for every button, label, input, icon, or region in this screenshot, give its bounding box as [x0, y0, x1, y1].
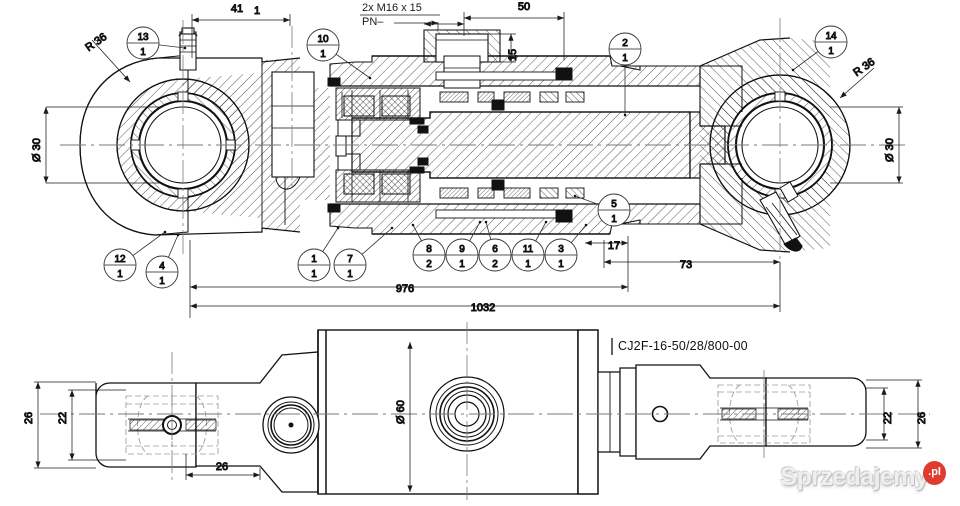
balloon-quantity: 1 — [611, 214, 617, 225]
balloon-item-6[interactable]: 62 — [478, 220, 512, 272]
balloon-item-13[interactable]: 131 — [126, 26, 187, 60]
balloon-item-11[interactable]: 111 — [511, 220, 548, 272]
balloon-quantity: 1 — [140, 47, 146, 58]
balloon-quantity: 1 — [117, 269, 123, 280]
dimension-text: Ø 30 — [884, 138, 896, 162]
balloon-item-number: 13 — [137, 32, 149, 43]
balloon-quantity: 1 — [311, 269, 317, 280]
balloon-item-5[interactable]: 51 — [573, 193, 631, 227]
balloon-item-number: 12 — [114, 254, 126, 265]
balloon-quantity: 2 — [426, 259, 432, 270]
balloon-quantity: 1 — [828, 46, 834, 57]
dimension-text: 73 — [680, 259, 692, 271]
dimension-text: 15 — [507, 49, 519, 61]
dimension-text: 1032 — [471, 302, 495, 314]
balloon-quantity: 1 — [558, 259, 564, 270]
balloon-item-8[interactable]: 82 — [411, 223, 446, 272]
balloon-item-2[interactable]: 21 — [608, 32, 642, 117]
watermark-tld: .pl — [923, 461, 946, 485]
balloon-quantity: 1 — [320, 49, 326, 60]
dimension-text: 41 — [231, 3, 243, 15]
left-port-block — [271, 71, 315, 190]
dimension-text: 22 — [57, 412, 69, 424]
balloon-item-3[interactable]: 31 — [544, 223, 588, 272]
balloon-quantity: 1 — [459, 259, 465, 270]
balloon-item-12[interactable]: 121 — [103, 230, 167, 282]
balloon-item-number: 11 — [523, 244, 534, 255]
dimension-text: R 36 — [83, 31, 109, 54]
dimension-text: 17 — [608, 240, 620, 252]
balloon-item-number: 3 — [558, 244, 564, 255]
gland-head-seals — [327, 77, 429, 213]
cylinder-barrel — [329, 55, 701, 235]
balloon-item-14[interactable]: 141 — [791, 25, 848, 72]
balloon-quantity: 1 — [525, 259, 531, 270]
balloon-item-number: 1 — [311, 254, 317, 265]
balloon-item-number: 2 — [622, 38, 628, 49]
dimension-text: Ø 60 — [395, 400, 407, 424]
balloon-item-number: 8 — [426, 244, 432, 255]
balloon-quantity: 1 — [622, 53, 628, 64]
balloon-item-number: 10 — [317, 34, 329, 45]
balloon-quantity: 1 — [159, 276, 165, 287]
dimension-text: 50 — [518, 1, 530, 13]
piston-seal-pack — [435, 67, 585, 223]
top-view-dimension-lines — [43, 12, 903, 318]
right-grease-nipple — [759, 181, 803, 252]
balloon-item-9[interactable]: 91 — [445, 220, 482, 272]
balloon-item-10[interactable]: 101 — [306, 28, 372, 80]
part-number-label: CJ2F-16-50/28/800-00 — [618, 339, 748, 353]
balloon-quantity: 1 — [347, 269, 353, 280]
balloon-item-1[interactable]: 11 — [297, 226, 340, 282]
balloon-quantity: 2 — [492, 259, 498, 270]
bottom-view-dimension-lines — [34, 342, 922, 492]
bottom-view — [40, 322, 930, 500]
watermark: Sprzedajemy .pl — [780, 461, 946, 492]
balloon-item-number: 4 — [159, 261, 165, 272]
dimension-text: 26 — [23, 412, 35, 424]
dimension-text: 22 — [882, 412, 894, 424]
thread-note-line2: PN– — [362, 16, 384, 28]
balloon-item-7[interactable]: 71 — [333, 226, 394, 282]
watermark-name: Sprzedajemy — [780, 463, 929, 491]
dimension-text: 976 — [396, 283, 414, 295]
dimension-text: 1 — [254, 5, 260, 17]
thread-note-line1: 2x M16 x 15 — [362, 2, 422, 14]
bottom-view-side-port — [262, 396, 320, 454]
balloon-item-number: 6 — [492, 244, 498, 255]
dimension-text: R 36 — [851, 56, 877, 79]
grease-nipple — [178, 27, 198, 71]
dimension-text: Ø 30 — [31, 138, 43, 162]
balloon-item-number: 9 — [459, 244, 465, 255]
balloon-item-number: 5 — [611, 199, 617, 210]
balloon-item-number: 7 — [347, 254, 353, 265]
balloon-item-number: 14 — [825, 31, 837, 42]
thread-note: 2x M16 x 15 PN– — [360, 2, 440, 28]
dimension-text: 26 — [916, 412, 928, 424]
dimension-text: 26 — [216, 461, 228, 473]
balloon-item-4[interactable]: 41 — [145, 233, 180, 289]
